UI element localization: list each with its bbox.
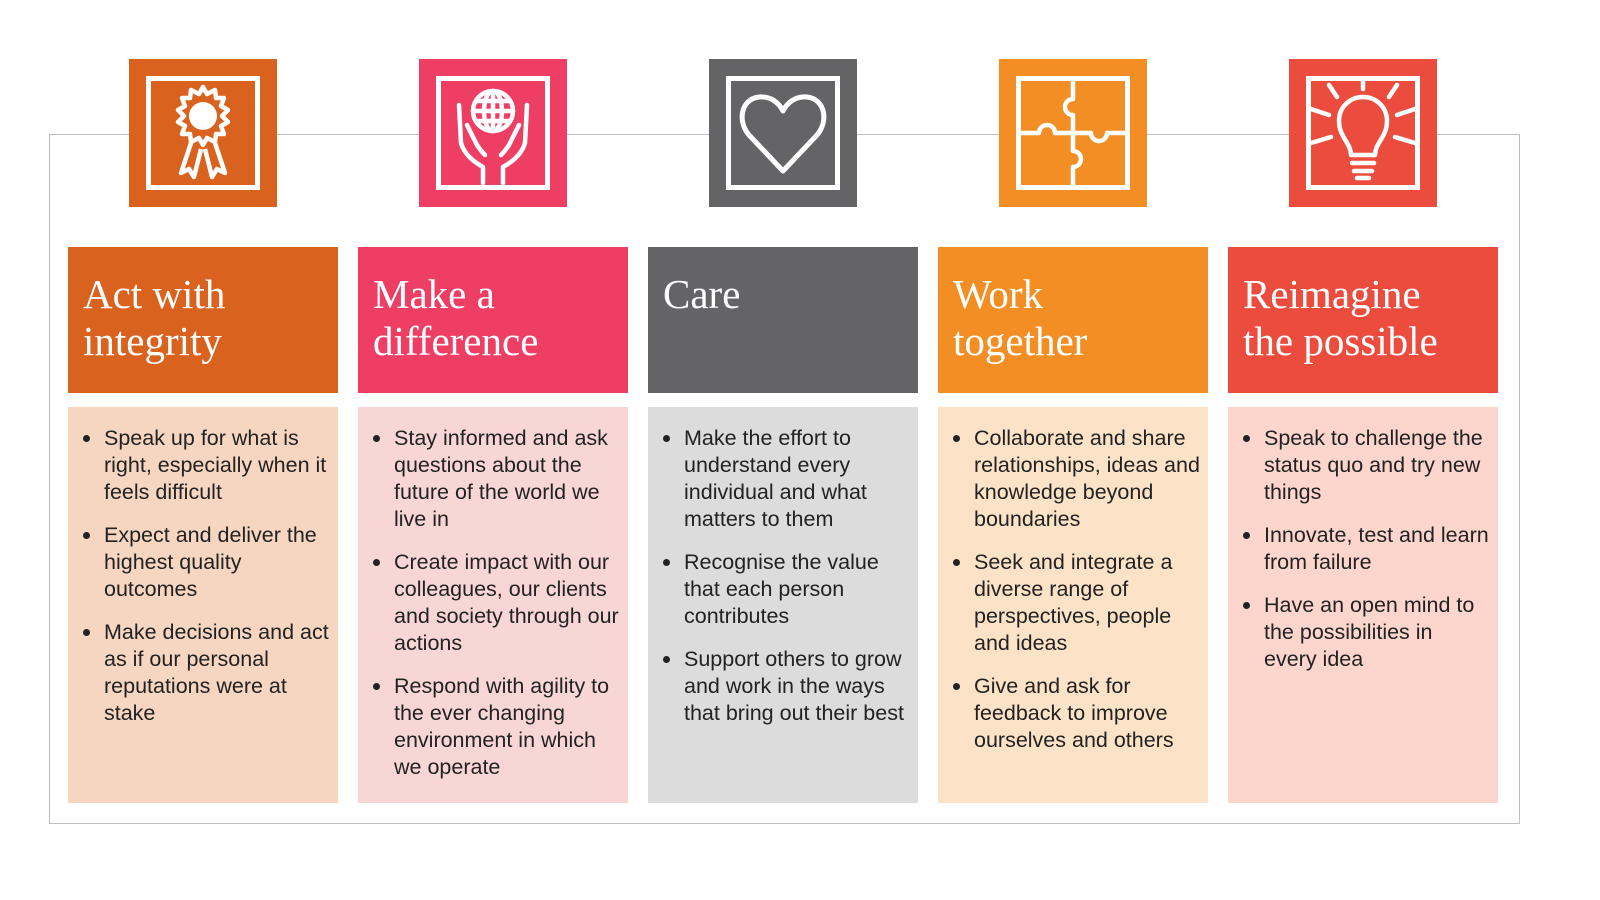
value-bullets-reimagine-the-possible: Speak to challenge the status quo and tr…	[1228, 407, 1498, 803]
bullet-item: Speak to challenge the status quo and tr…	[1243, 425, 1490, 506]
bullet-item: Have an open mind to the possibilities i…	[1243, 592, 1490, 673]
hands-globe-icon	[419, 59, 567, 207]
bullet-item: Collaborate and share relationships, ide…	[953, 425, 1200, 533]
bullet-item: Respond with agility to the ever changin…	[373, 673, 620, 781]
bullet-item: Make the effort to understand every indi…	[663, 425, 910, 533]
value-bullets-care: Make the effort to understand every indi…	[648, 407, 918, 803]
value-title-reimagine-the-possible: Reimagine the possible	[1228, 247, 1498, 393]
award-ribbon-icon	[129, 59, 277, 207]
value-title-line: difference	[373, 318, 539, 364]
bullet-item: Recognise the value that each person con…	[663, 549, 910, 630]
value-title-line: Make a	[373, 271, 495, 317]
puzzle-icon	[999, 59, 1147, 207]
value-title-line: Work	[953, 271, 1044, 317]
value-bullets-work-together: Collaborate and share relationships, ide…	[938, 407, 1208, 803]
value-title-line: Care	[663, 271, 741, 317]
value-title-line: together	[953, 318, 1088, 364]
value-title-line: the possible	[1243, 318, 1438, 364]
bullet-item: Speak up for what is right, especially w…	[83, 425, 330, 506]
value-title-line: integrity	[83, 318, 222, 364]
bullet-item: Stay informed and ask questions about th…	[373, 425, 620, 533]
value-title-act-with-integrity: Act with integrity	[68, 247, 338, 393]
value-title-make-a-difference: Make a difference	[358, 247, 628, 393]
bullet-item: Expect and deliver the highest quality o…	[83, 522, 330, 603]
value-bullets-make-a-difference: Stay informed and ask questions about th…	[358, 407, 628, 803]
heart-icon	[709, 59, 857, 207]
bullet-item: Create impact with our colleagues, our c…	[373, 549, 620, 657]
bullet-item: Seek and integrate a diverse range of pe…	[953, 549, 1200, 657]
value-title-work-together: Work together	[938, 247, 1208, 393]
value-title-line: Reimagine	[1243, 271, 1421, 317]
bullet-item: Support others to grow and work in the w…	[663, 646, 910, 727]
value-title-line: Act with	[83, 271, 226, 317]
lightbulb-icon	[1289, 59, 1437, 207]
bullet-item: Make decisions and act as if our persona…	[83, 619, 330, 727]
bullet-item: Innovate, test and learn from failure	[1243, 522, 1490, 576]
value-bullets-act-with-integrity: Speak up for what is right, especially w…	[68, 407, 338, 803]
value-title-care: Care	[648, 247, 918, 393]
bullet-item: Give and ask for feedback to improve our…	[953, 673, 1200, 754]
